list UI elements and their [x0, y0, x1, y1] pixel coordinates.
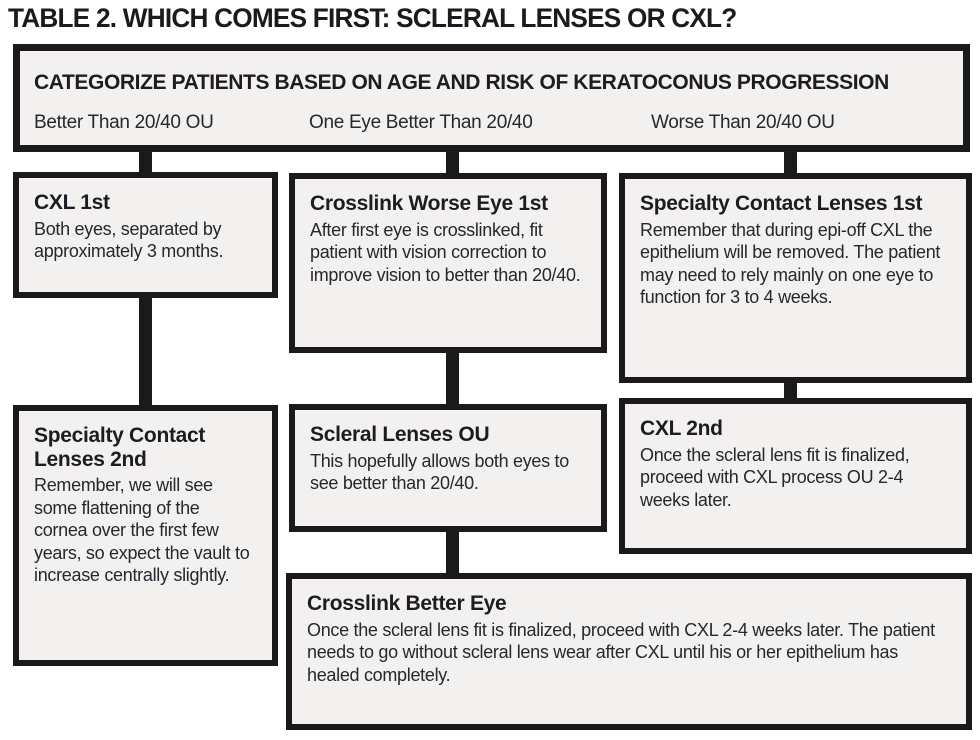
- node-body: Remember, we will see some flattening of…: [34, 475, 250, 586]
- node-specialty-contact-lenses-1st: Specialty Contact Lenses 1st Remember th…: [619, 173, 972, 383]
- node-cxl-1st: CXL 1st Both eyes, separated by approxim…: [13, 172, 278, 298]
- node-crosslink-worse-eye-1st: Crosslink Worse Eye 1st After first eye …: [289, 173, 607, 353]
- node-body: Both eyes, separated by approximately 3 …: [34, 218, 224, 262]
- node-scleral-lenses-ou: Scleral Lenses OU This hopefully allows …: [289, 404, 607, 532]
- node-cxl-2nd: CXL 2nd Once the scleral lens fit is fin…: [619, 398, 972, 554]
- categorize-header-title: CATEGORIZE PATIENTS BASED ON AGE AND RIS…: [34, 71, 889, 94]
- connector-col2-bottom: [446, 526, 459, 579]
- connector-col2-mid: [446, 347, 459, 410]
- node-heading: Crosslink Worse Eye 1st: [310, 192, 548, 215]
- node-heading: Crosslink Better Eye: [307, 592, 507, 615]
- node-body: Once the scleral lens fit is finalized, …: [307, 619, 935, 685]
- column-label-worse-than-2040-ou: Worse Than 20/40 OU: [651, 112, 835, 133]
- connector-col3-mid: [784, 377, 797, 404]
- column-label-better-than-2040-ou: Better Than 20/40 OU: [34, 112, 214, 133]
- table-title: TABLE 2. WHICH COMES FIRST: SCLERAL LENS…: [8, 3, 737, 33]
- node-body: Once the scleral lens fit is finalized, …: [640, 444, 910, 510]
- node-specialty-contact-lenses-2nd: Specialty Contact Lenses 2nd Remember, w…: [13, 405, 278, 666]
- connector-col1-mid: [139, 292, 152, 411]
- node-body: Remember that during epi-off CXL the epi…: [640, 219, 941, 308]
- node-body: After first eye is crosslinked, fit pati…: [310, 219, 581, 285]
- node-heading: Specialty Contact Lenses 2nd: [34, 424, 206, 471]
- connector-header-col1: [139, 148, 152, 178]
- node-crosslink-better-eye: Crosslink Better Eye Once the scleral le…: [286, 573, 972, 730]
- connector-header-col2: [446, 148, 459, 179]
- node-heading: CXL 2nd: [640, 417, 723, 440]
- node-heading: Specialty Contact Lenses 1st: [640, 192, 923, 215]
- node-body: This hopefully allows both eyes to see b…: [310, 450, 569, 494]
- node-heading: Scleral Lenses OU: [310, 423, 490, 446]
- column-label-one-eye-better: One Eye Better Than 20/40: [309, 112, 533, 133]
- connector-header-col3: [784, 148, 797, 179]
- categorize-header-box: CATEGORIZE PATIENTS BASED ON AGE AND RIS…: [13, 44, 970, 152]
- node-heading: CXL 1st: [34, 191, 110, 214]
